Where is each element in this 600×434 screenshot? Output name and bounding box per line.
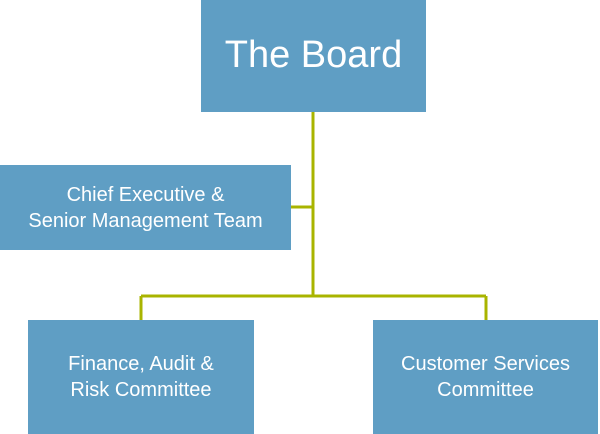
node-chief-executive-label: Chief Executive & Senior Management Team bbox=[28, 183, 263, 232]
node-finance-audit-risk-committee: Finance, Audit & Risk Committee bbox=[28, 320, 254, 434]
node-the-board: The Board bbox=[201, 0, 426, 112]
node-finance-audit-risk-committee-label: Finance, Audit & Risk Committee bbox=[68, 353, 214, 401]
node-chief-executive: Chief Executive & Senior Management Team bbox=[0, 165, 291, 250]
node-the-board-label: The Board bbox=[224, 34, 403, 77]
node-customer-services-committee-label: Customer Services Committee bbox=[401, 353, 570, 401]
node-customer-services-committee: Customer Services Committee bbox=[373, 320, 598, 434]
